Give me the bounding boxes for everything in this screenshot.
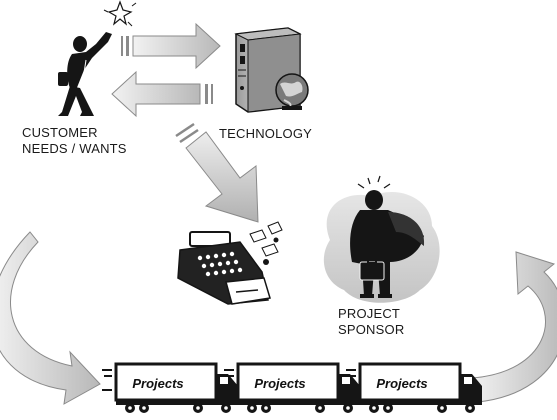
truck-3: Projects bbox=[344, 362, 484, 415]
truck-label: Projects bbox=[376, 376, 427, 391]
customer-label: CUSTOMER NEEDS / WANTS bbox=[22, 125, 127, 157]
businessman-icon bbox=[350, 175, 425, 298]
arrow-to-customer bbox=[111, 70, 213, 118]
sponsor-label-line-2: SPONSOR bbox=[338, 322, 405, 337]
money-icon bbox=[249, 221, 283, 265]
truck-2: Projects bbox=[222, 362, 362, 415]
cash-register-icon bbox=[177, 231, 271, 305]
reaching-person-icon bbox=[58, 0, 137, 116]
sparkle-icon bbox=[103, 0, 137, 27]
truck-label: Projects bbox=[254, 376, 305, 391]
truck-1: Projects bbox=[100, 362, 240, 415]
sponsor-label: PROJECT SPONSOR bbox=[338, 306, 404, 338]
technology-label: TECHNOLOGY bbox=[219, 126, 313, 141]
truck-label: Projects bbox=[132, 376, 183, 391]
sponsor-label-line-1: PROJECT bbox=[338, 306, 401, 321]
left-loop-arrow bbox=[0, 231, 101, 405]
customer-label-line-1: CUSTOMER bbox=[22, 125, 98, 140]
customer-label-line-2: NEEDS / WANTS bbox=[22, 141, 127, 156]
arrow-to-technology bbox=[121, 22, 221, 70]
globe-icon bbox=[275, 73, 309, 110]
arrow-to-register bbox=[175, 122, 259, 223]
right-loop-arrow bbox=[471, 251, 557, 403]
